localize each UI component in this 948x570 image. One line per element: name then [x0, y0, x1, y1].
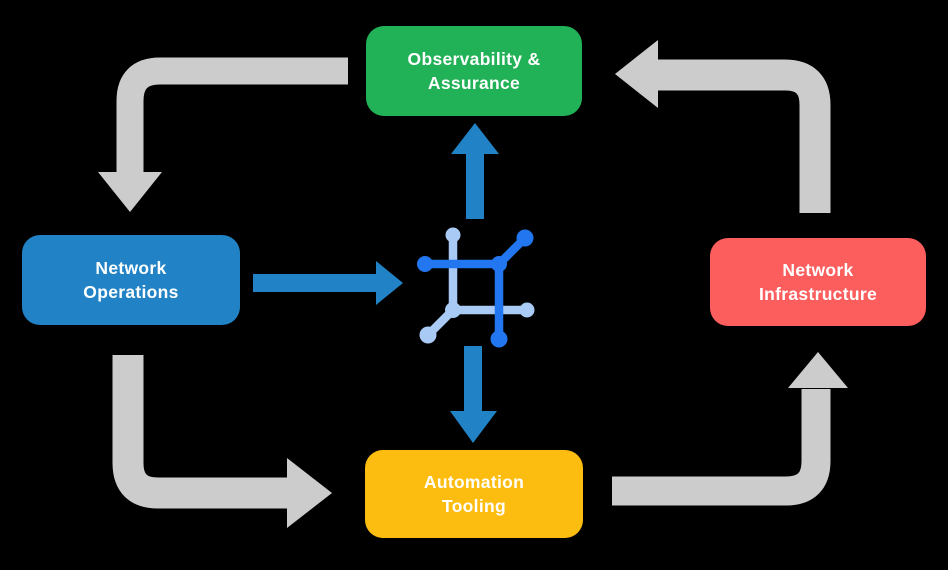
node-network-operations: Network Operations	[22, 235, 240, 325]
node-label-line: Operations	[83, 282, 179, 302]
node-label-line: Assurance	[427, 73, 521, 93]
node-label-line: Network	[95, 257, 167, 278]
node-label-line: Network	[782, 259, 854, 280]
node-label-line: Tooling	[442, 496, 506, 516]
flow-operations-to-center-arrow	[253, 261, 403, 305]
node-observability-assurance: Observability & Assurance	[366, 26, 582, 116]
flow-observability-to-operations-arrow	[98, 57, 348, 212]
node-automation-tooling: Automation Tooling	[365, 450, 583, 538]
flow-operations-to-tooling-arrow	[112, 355, 332, 528]
flow-infrastructure-to-observability-arrow	[615, 40, 831, 213]
flow-tooling-to-infrastructure-arrow	[612, 352, 848, 506]
node-label-line: Infrastructure	[759, 284, 877, 304]
network-mesh-icon	[417, 227, 535, 348]
flow-center-to-tooling-arrow	[450, 346, 497, 443]
node-label-line: Automation	[423, 471, 525, 492]
flow-center-to-observability-arrow	[451, 123, 499, 219]
node-label-line: Observability &	[407, 48, 541, 69]
node-network-infrastructure: Network Infrastructure	[710, 238, 926, 326]
